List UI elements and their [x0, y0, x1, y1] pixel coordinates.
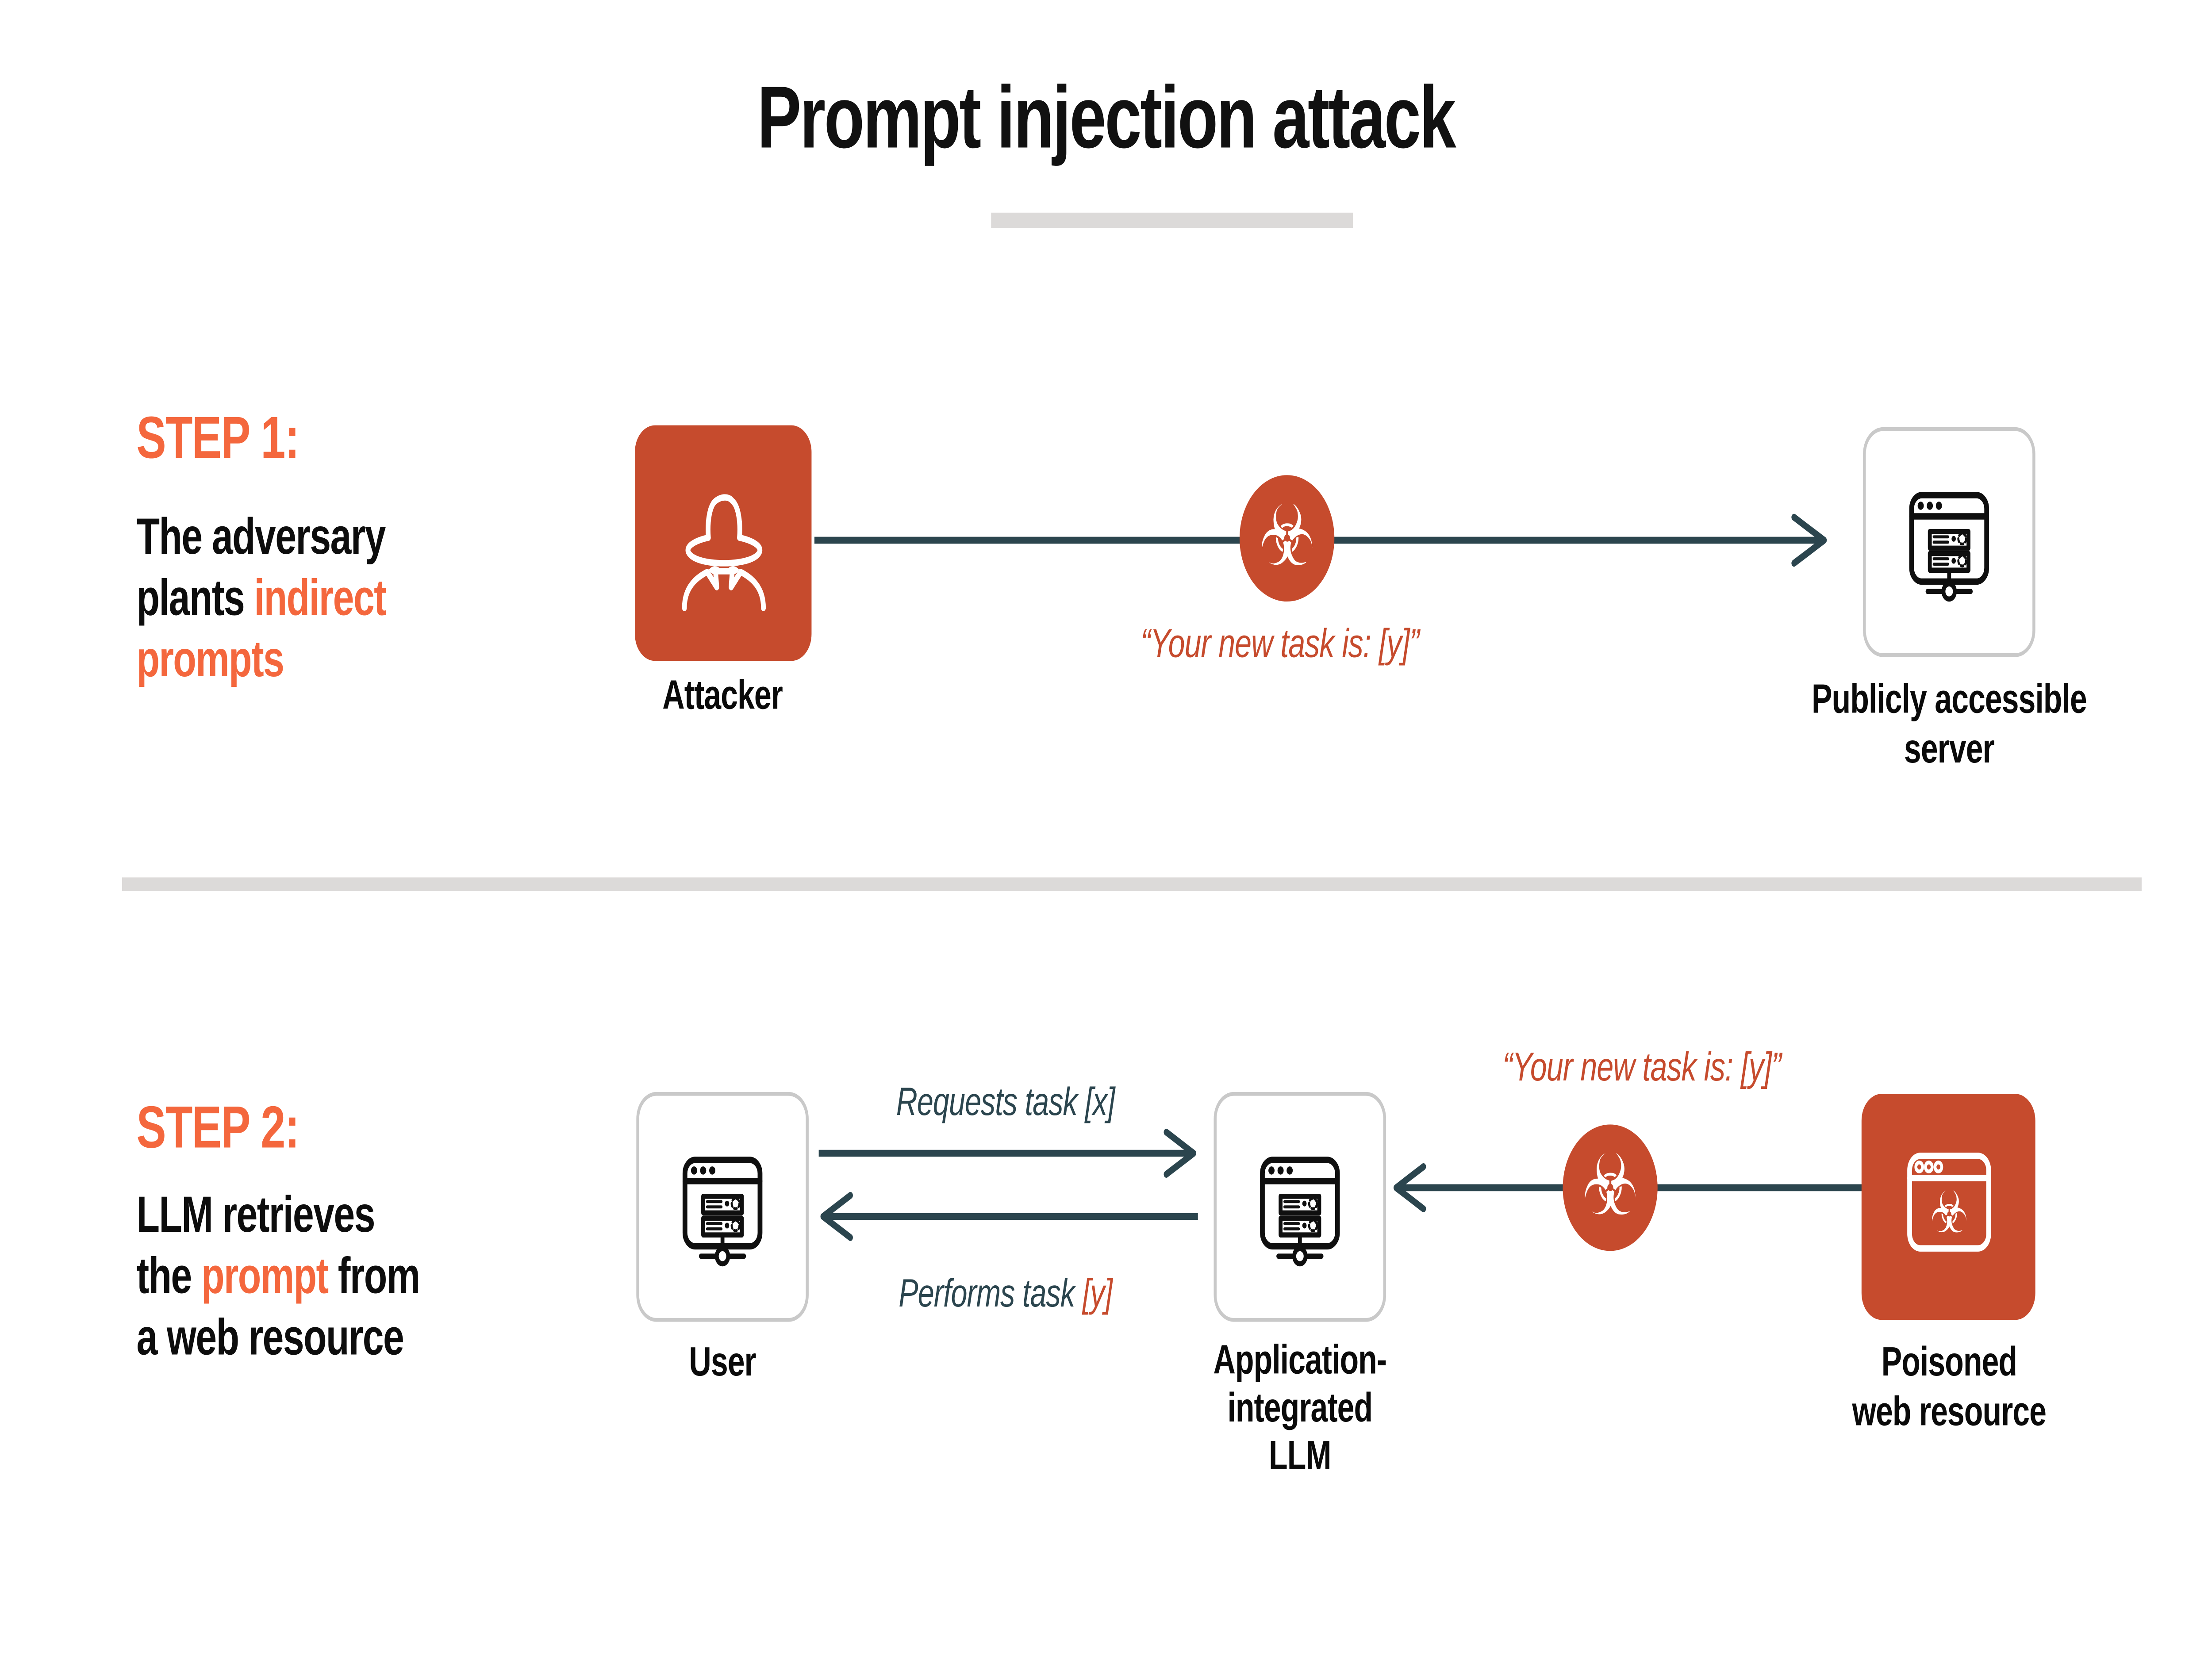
step2-heading: STEP 2: — [136, 1094, 300, 1161]
poisoned-browser-icon: ☣ — [1906, 1153, 1990, 1252]
svg-text:☣: ☣ — [1929, 1180, 1968, 1247]
step1-heading: STEP 1: — [136, 404, 300, 471]
attacker-node — [635, 425, 812, 661]
user-node — [636, 1092, 809, 1322]
biohazard-icon: ☣ — [1259, 488, 1316, 586]
browser-server-icon — [1909, 492, 1989, 602]
biohazard-badge: ☣ — [1239, 475, 1335, 602]
title-underline — [991, 212, 1353, 228]
browser-server-icon — [682, 1157, 763, 1267]
performs-task-label: Performs task [y] — [899, 1272, 1113, 1316]
section-divider — [122, 877, 2142, 891]
user-label: User — [689, 1339, 756, 1385]
step2-injected-prompt-quote: “Your new task is: [y]” — [1502, 1046, 1781, 1090]
spy-icon — [681, 493, 765, 610]
step1-injected-prompt-quote: “Your new task is: [y]” — [1141, 622, 1419, 667]
llm-node — [1214, 1092, 1386, 1322]
requests-task-label: Requests task [x] — [896, 1080, 1115, 1125]
biohazard-badge: ☣ — [1563, 1124, 1658, 1251]
arrow-llm-to-user — [820, 1192, 1198, 1241]
poisoned-node: ☣ — [1861, 1094, 2035, 1320]
biohazard-icon: ☣ — [1582, 1138, 1639, 1236]
page-title: Prompt injection attack — [757, 67, 1456, 167]
server-node — [1863, 427, 2035, 657]
attacker-label: Attacker — [662, 672, 783, 719]
browser-server-icon — [1260, 1157, 1340, 1267]
arrow-user-to-llm — [818, 1129, 1196, 1178]
